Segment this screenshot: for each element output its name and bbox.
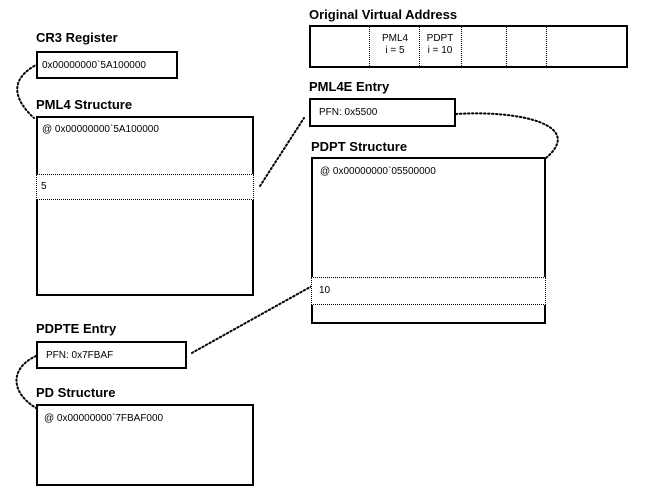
pml4-structure-box: @ 0x00000000`5A100000 5: [36, 116, 254, 296]
cr3-register-box: 0x00000000`5A100000: [36, 51, 178, 79]
pdpt-field-index: i = 10: [427, 45, 453, 56]
pd-structure-title: PD Structure: [36, 385, 116, 400]
pml4-entry-slot: 5: [36, 174, 254, 200]
pml4-field: PML4 i = 5: [371, 33, 419, 57]
pml4e-entry-value: PFN: 0x5500: [319, 107, 378, 118]
virtual-address-bar: PML4 i = 5 PDPT i = 10: [309, 25, 628, 68]
field-divider: [461, 27, 462, 66]
pdpte-entry-value: PFN: 0x7FBAF: [46, 350, 114, 361]
pdpt-base-address: @ 0x00000000`05500000: [320, 166, 436, 177]
pdpt-entry-index: 10: [319, 285, 331, 296]
pml4-field-name: PML4: [381, 33, 409, 44]
pdpte-entry-box: PFN: 0x7FBAF: [36, 341, 187, 369]
pml4e-to-pdpt-connector: [455, 112, 559, 159]
field-divider: [419, 27, 420, 66]
pml4-entry-index: 5: [41, 181, 47, 192]
virtual-address-title: Original Virtual Address: [309, 7, 458, 22]
pdpt-entry-slot: 10: [311, 277, 546, 305]
pml4e-entry-box: PFN: 0x5500: [309, 98, 456, 127]
pdpte-entry-title: PDPTE Entry: [36, 321, 117, 336]
field-divider: [506, 27, 507, 66]
pdpt-structure-title: PDPT Structure: [311, 139, 408, 154]
pdpt-field: PDPT i = 10: [419, 33, 461, 57]
cr3-to-pml4-connector: [16, 63, 39, 119]
pml4-structure-title: PML4 Structure: [36, 97, 133, 112]
pml4-entry-to-pml4e-connector: [259, 117, 305, 187]
pdpt-structure-box: @ 0x00000000`05500000 10: [311, 157, 546, 324]
pml4-field-index: i = 5: [385, 45, 405, 56]
pd-structure-box: @ 0x00000000`7FBAF000: [36, 404, 254, 486]
pml4e-entry-title: PML4E Entry: [309, 79, 390, 94]
pml4-base-address: @ 0x00000000`5A100000: [42, 124, 159, 135]
pdpt-entry-to-pdpte-connector: [189, 285, 313, 355]
pdpt-field-name: PDPT: [426, 33, 454, 44]
cr3-title: CR3 Register: [36, 30, 118, 45]
cr3-value: 0x00000000`5A100000: [42, 60, 146, 71]
field-divider: [369, 27, 370, 66]
pdpte-to-pd-connector: [15, 355, 37, 409]
field-divider: [546, 27, 547, 66]
pd-base-address: @ 0x00000000`7FBAF000: [44, 413, 164, 424]
